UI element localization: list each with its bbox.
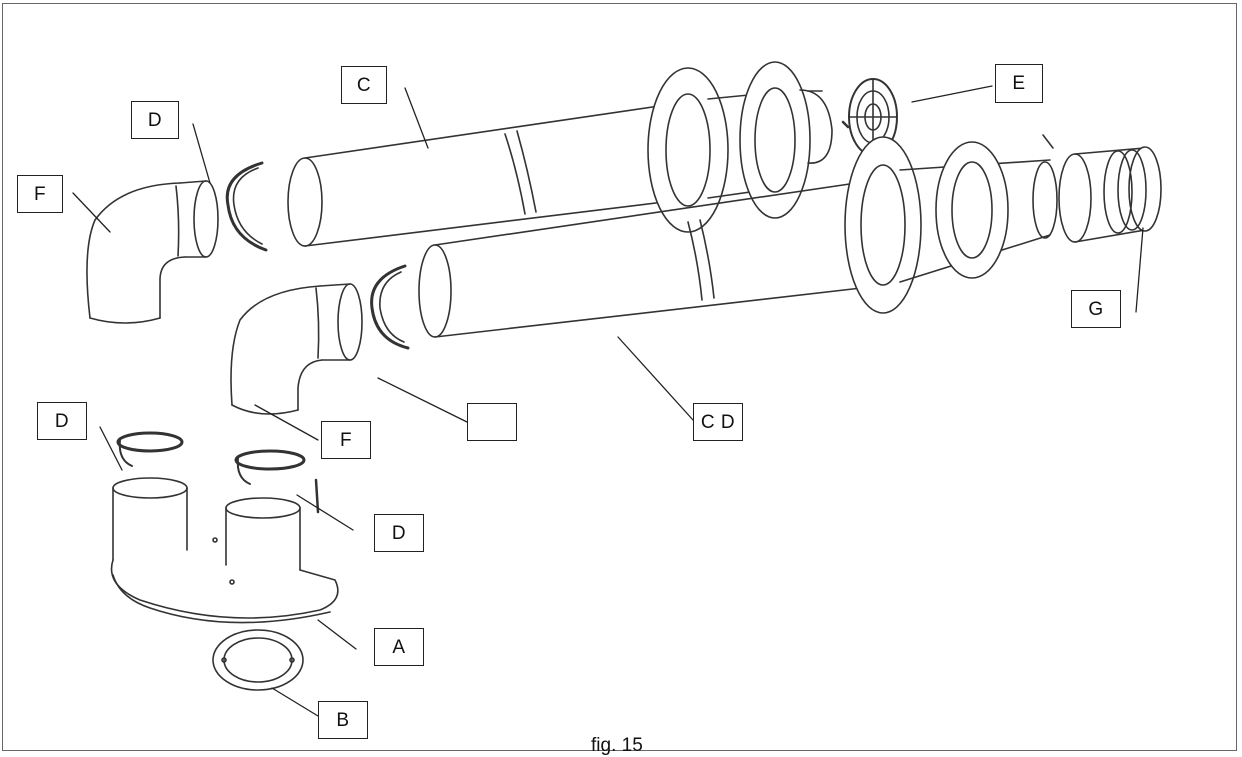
elbow-f-upper xyxy=(86,180,219,324)
terminal-g xyxy=(1058,146,1162,243)
figure-frame xyxy=(2,3,1237,751)
adaptor-a xyxy=(110,431,339,624)
gasket-b xyxy=(212,629,304,691)
clip-d-upper xyxy=(225,161,268,252)
label-d-left: D xyxy=(37,402,87,440)
grille-e xyxy=(841,78,1054,156)
label-c-upper: C xyxy=(341,66,387,104)
label-g: G xyxy=(1071,290,1121,328)
label-f-upper: F xyxy=(17,175,63,213)
label-e: E xyxy=(995,64,1043,103)
label-d-middle: D xyxy=(374,514,424,552)
label-cd: C D xyxy=(693,403,743,441)
leader-lines xyxy=(72,85,1144,717)
label-blank xyxy=(467,403,517,441)
label-a: A xyxy=(374,628,424,666)
label-d-upper: D xyxy=(131,101,179,139)
label-b: B xyxy=(318,701,368,739)
pipe-c-lower xyxy=(418,136,1058,338)
figure-caption: fig. 15 xyxy=(591,735,643,756)
label-f-middle: F xyxy=(321,421,371,459)
pipe-c-upper xyxy=(287,61,833,247)
clip-d-middle xyxy=(370,264,410,350)
elbow-f-middle xyxy=(230,283,363,415)
